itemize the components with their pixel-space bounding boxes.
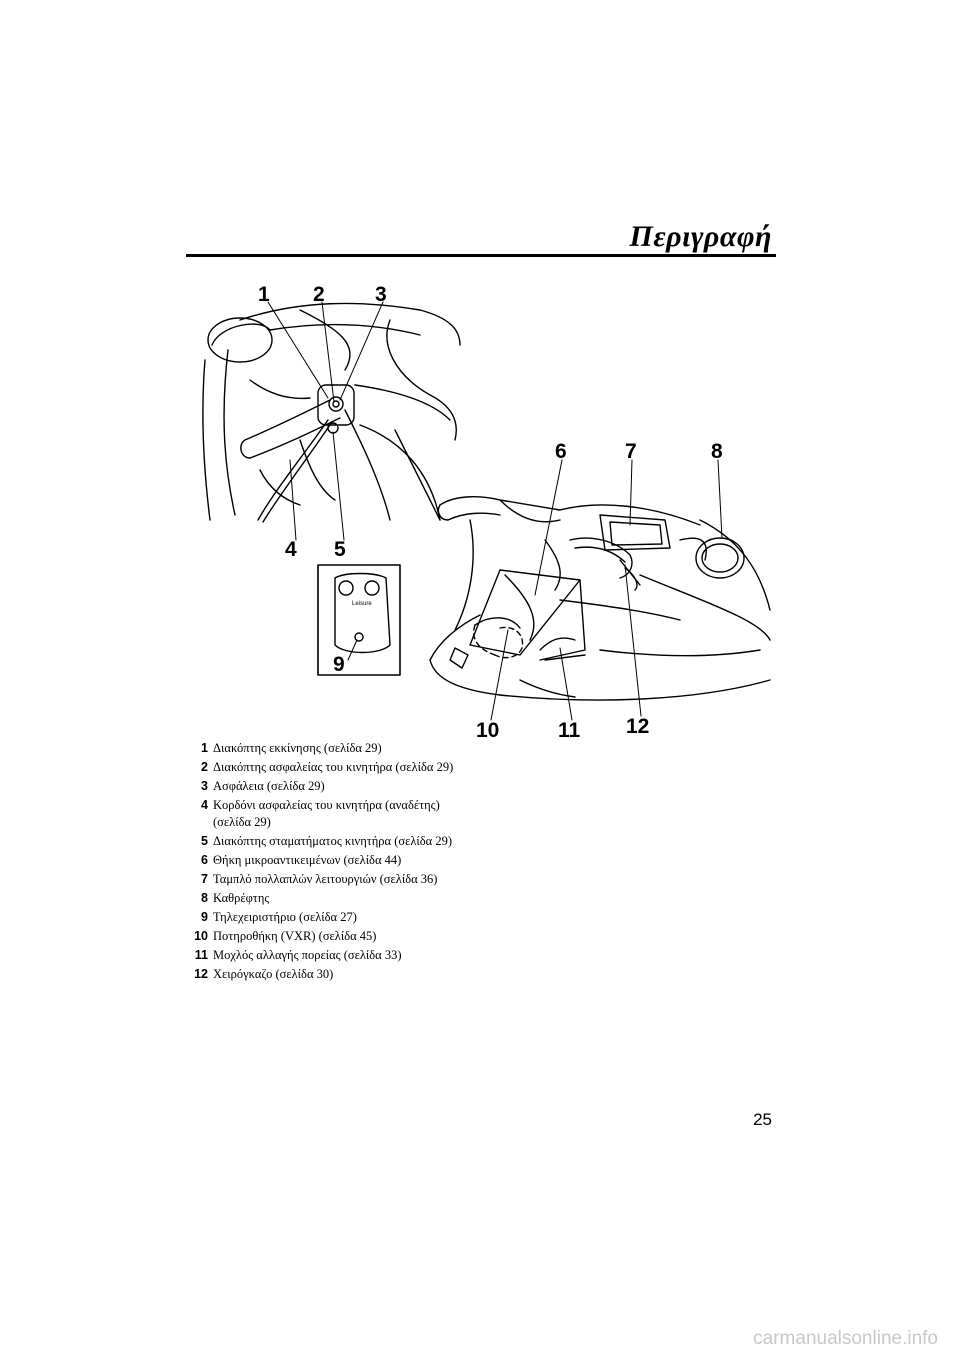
legend-text: Διακόπτης εκκίνησης (σελίδα 29) bbox=[213, 741, 382, 755]
callout-12: 12 bbox=[626, 715, 649, 738]
callout-11: 11 bbox=[558, 719, 581, 742]
legend-text: Ποτηροθήκη (VXR) (σελίδα 45) bbox=[213, 929, 377, 943]
callout-leader-lines bbox=[267, 301, 723, 721]
legend-number: 8 bbox=[201, 891, 208, 905]
callout-1: 1 bbox=[258, 283, 270, 306]
legend-number: 7 bbox=[201, 872, 208, 886]
legend-number: 9 bbox=[201, 910, 208, 924]
legend-number: 10 bbox=[194, 929, 208, 943]
legend-item: 8 Καθρέφτης bbox=[186, 890, 606, 907]
legend-item: 7 Ταμπλό πολλαπλών λειτουργιών (σελίδα 3… bbox=[186, 871, 606, 888]
legend-text: Ταμπλό πολλαπλών λειτουργιών (σελίδα 36) bbox=[213, 872, 438, 886]
callout-numbers: 1 2 3 4 5 6 7 8 9 10 11 12 bbox=[258, 283, 723, 742]
callout-4: 4 bbox=[285, 538, 297, 561]
legend-item: 10 Ποτηροθήκη (VXR) (σελίδα 45) bbox=[186, 928, 606, 945]
legend-number: 11 bbox=[194, 948, 208, 962]
legend-text: Κορδόνι ασφαλείας του κινητήρα (αναδέτης… bbox=[213, 797, 606, 831]
legend-number: 12 bbox=[194, 967, 208, 981]
legend-text: Χειρόγκαζο (σελίδα 30) bbox=[213, 967, 334, 981]
legend-number: 5 bbox=[201, 834, 208, 848]
legend-number: 1 bbox=[201, 741, 208, 755]
page-number: 25 bbox=[753, 1110, 772, 1129]
legend-text: Ασφάλεια (σελίδα 29) bbox=[213, 779, 325, 793]
legend-item: 6 Θήκη μικροαντικειμένων (σελίδα 44) bbox=[186, 852, 606, 869]
legend-text: Μοχλός αλλαγής πορείας (σελίδα 33) bbox=[213, 948, 402, 962]
legend-item: 12 Χειρόγκαζο (σελίδα 30) bbox=[186, 966, 606, 983]
remote-control-inset bbox=[317, 564, 401, 676]
callout-7: 7 bbox=[625, 440, 637, 463]
legend-item: 3 Ασφάλεια (σελίδα 29) bbox=[186, 778, 606, 795]
legend-text: Διακόπτης ασφαλείας του κινητήρα (σελίδα… bbox=[213, 760, 454, 774]
callout-10: 10 bbox=[476, 719, 499, 742]
legend-number: 6 bbox=[201, 853, 208, 867]
legend-number: 3 bbox=[201, 779, 208, 793]
legend-item: 9 Τηλεχειριστήριο (σελίδα 27) bbox=[186, 909, 606, 926]
watercraft-main-illustration bbox=[429, 496, 771, 701]
legend-number: 2 bbox=[201, 760, 208, 774]
callout-6: 6 bbox=[555, 440, 567, 463]
parts-legend: 1 Διακόπτης εκκίνησης (σελίδα 29) 2 Διακ… bbox=[186, 740, 606, 985]
header-rule bbox=[186, 254, 776, 257]
callout-8: 8 bbox=[711, 440, 723, 463]
legend-text: Διακόπτης σταματήματος κινητήρα (σελίδα … bbox=[213, 834, 453, 848]
legend-number: 4 bbox=[201, 798, 208, 812]
legend-item: 2 Διακόπτης ασφαλείας του κινητήρα (σελί… bbox=[186, 759, 606, 776]
legend-text: Τηλεχειριστήριο (σελίδα 27) bbox=[213, 910, 357, 924]
legend-text: Θήκη μικροαντικειμένων (σελίδα 44) bbox=[213, 853, 402, 867]
callout-3: 3 bbox=[375, 283, 387, 306]
watermark: carmanualsonline.info bbox=[753, 1328, 938, 1349]
legend-item: 4 Κορδόνι ασφαλείας του κινητήρα (αναδέτ… bbox=[186, 797, 606, 831]
legend-text-line1: Κορδόνι ασφαλείας του κινητήρα (αναδέτης… bbox=[213, 798, 440, 812]
legend-item: 11 Μοχλός αλλαγής πορείας (σελίδα 33) bbox=[186, 947, 606, 964]
watercraft-diagram: Leisure 1 2 3 4 5 6 7 8 9 10 11 12 bbox=[202, 283, 771, 742]
callout-9: 9 bbox=[333, 653, 345, 676]
legend-item: 1 Διακόπτης εκκίνησης (σελίδα 29) bbox=[186, 740, 606, 757]
legend-text: Καθρέφτης bbox=[213, 891, 270, 905]
legend-item: 5 Διακόπτης σταματήματος κινητήρα (σελίδ… bbox=[186, 833, 606, 850]
page-title: Περιγραφή bbox=[629, 220, 772, 253]
callout-5: 5 bbox=[334, 538, 346, 561]
handlebar-detail-illustration bbox=[202, 302, 461, 523]
callout-2: 2 bbox=[313, 283, 325, 306]
remote-label: Leisure bbox=[352, 601, 372, 607]
legend-text-line2: (σελίδα 29) bbox=[213, 815, 271, 829]
